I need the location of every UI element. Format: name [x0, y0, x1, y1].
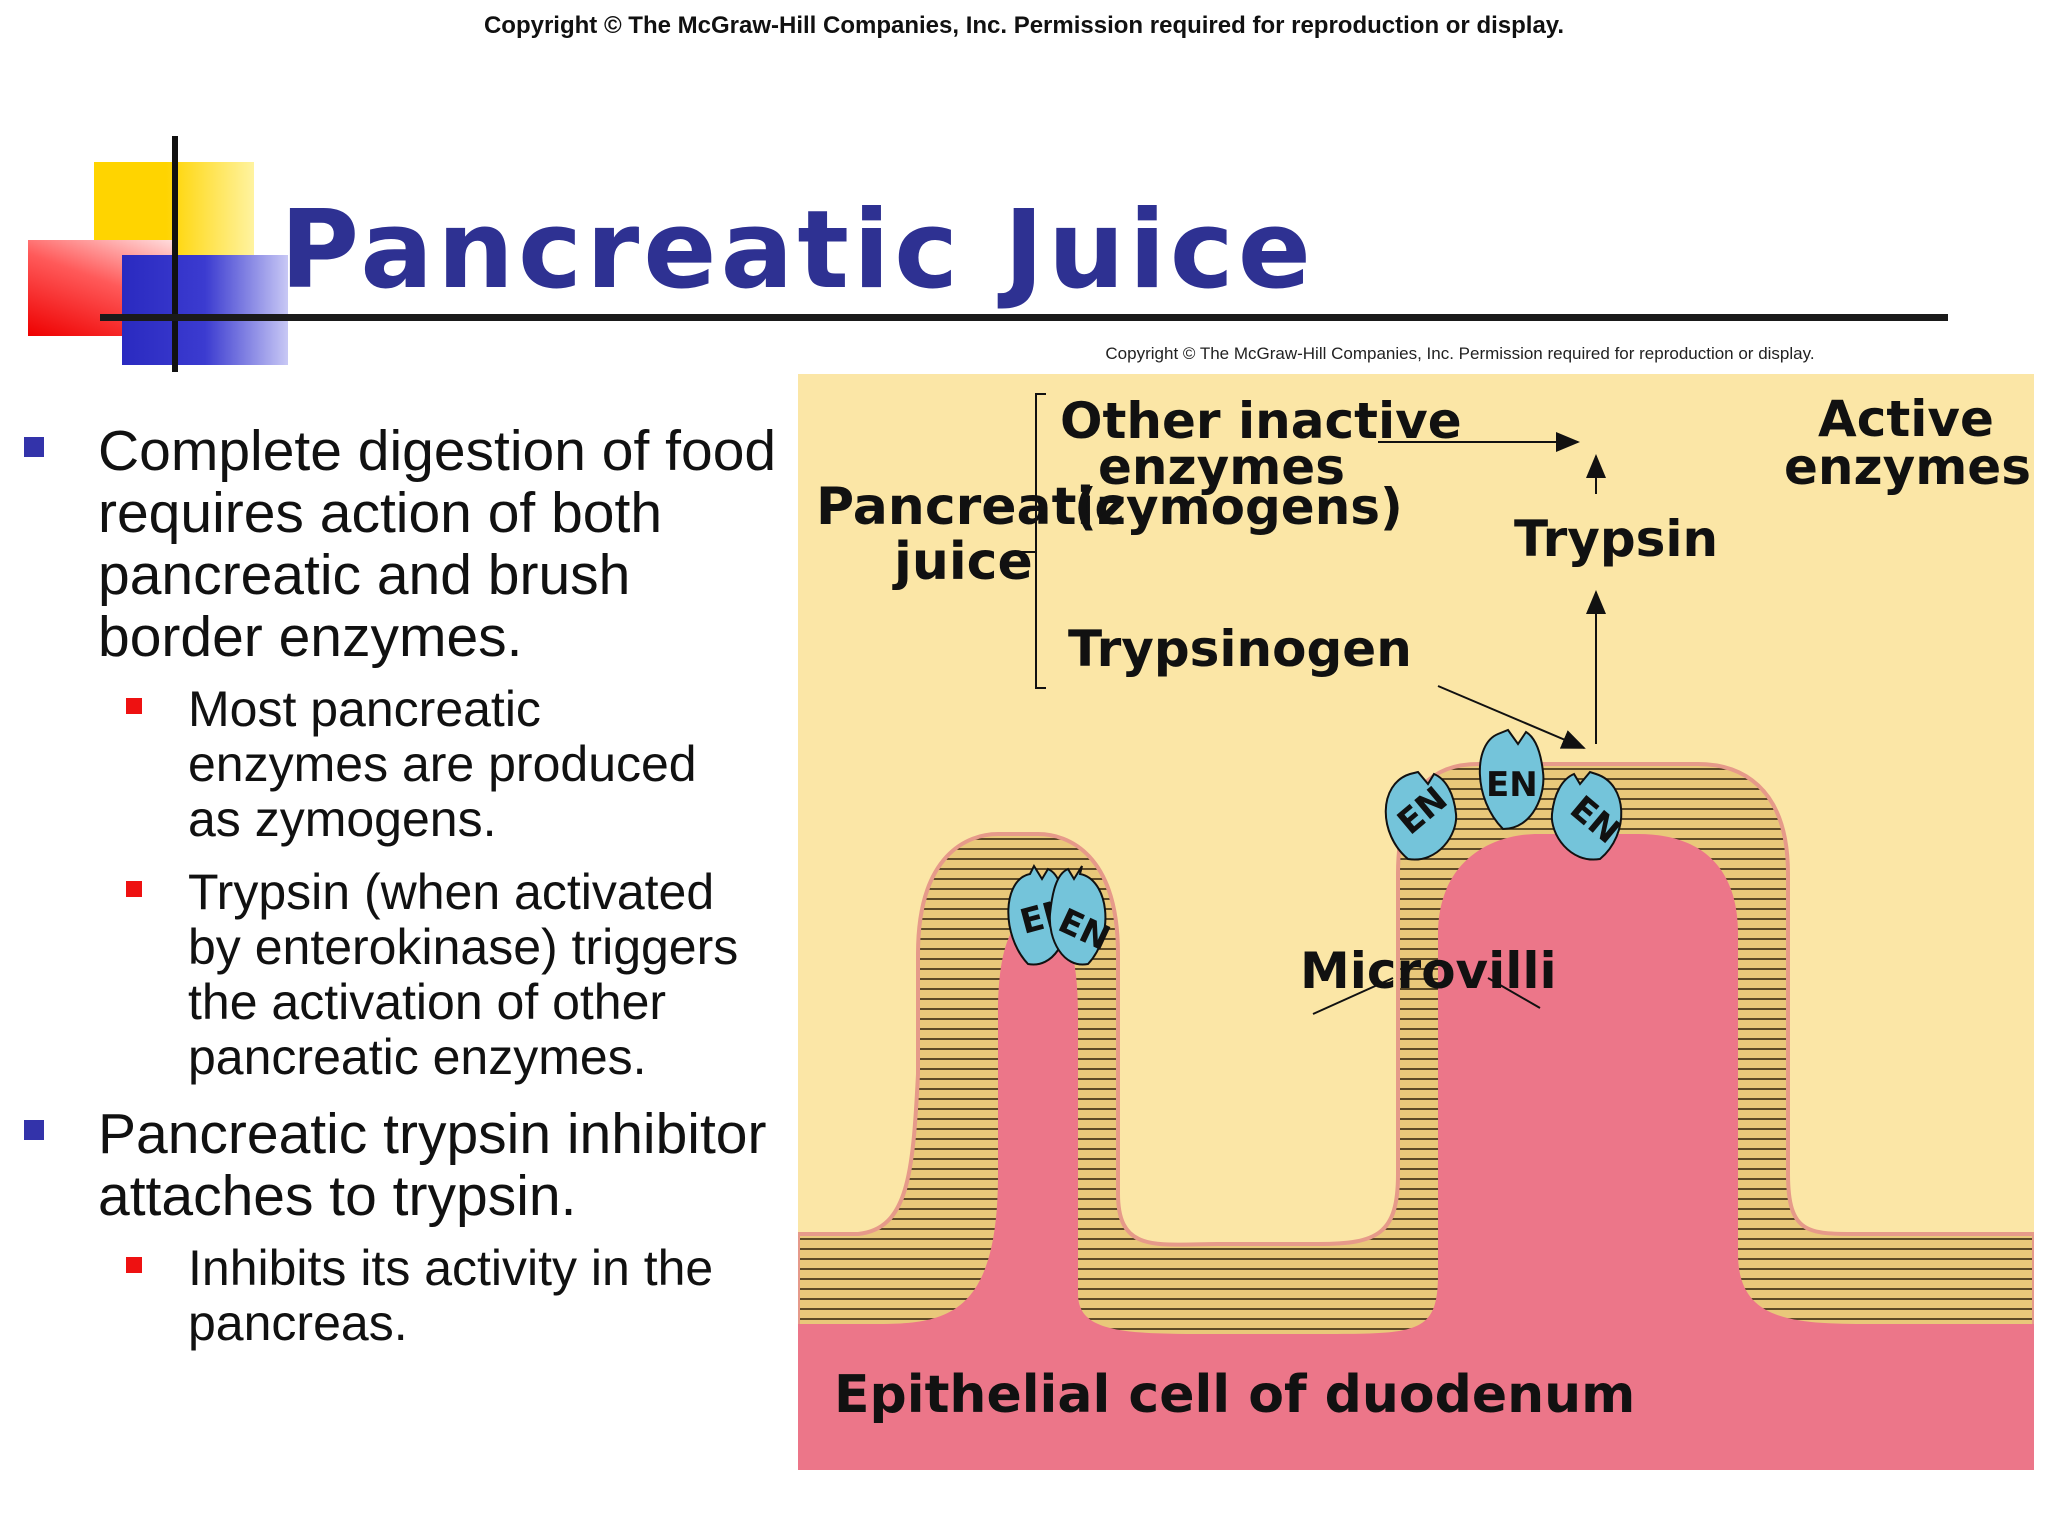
zymogens-label: (zymogens) [1074, 478, 1403, 536]
title-rule [100, 314, 1948, 321]
sub-bullet-item: Most pancreatic enzymes are produced as … [0, 682, 748, 847]
sub-bullet-text: Inhibits its activity in the pancreas. [188, 1240, 714, 1351]
pancreatic-label: Pancreatic [816, 477, 1125, 537]
sub-bullet-item: Trypsin (when activated by enterokinase)… [0, 865, 748, 1085]
active-label: Active [1818, 390, 1994, 448]
bullet-item: Pancreatic trypsin inhibitor attaches to… [0, 1103, 780, 1227]
sub-bullet-item: Inhibits its activity in the pancreas. [0, 1241, 748, 1351]
figure-copyright: Copyright © The McGraw-Hill Companies, I… [1105, 344, 1815, 363]
logo-blue-block [122, 255, 288, 365]
square-bullet-icon [24, 437, 44, 457]
square-bullet-icon [24, 1120, 44, 1140]
other-inactive-label: Other inactive [1060, 392, 1462, 450]
sub-bullet-text: Trypsin (when activated by enterokinase)… [188, 864, 739, 1085]
sub-bullet-text: Most pancreatic enzymes are produced as … [188, 681, 697, 847]
microvilli-line-left [1312, 977, 1394, 1015]
pancreatic-juice-bracket [1010, 393, 1046, 689]
copyright-notice: Copyright © The McGraw-Hill Companies, I… [483, 12, 1565, 39]
microvilli-line-right [1487, 977, 1541, 1009]
trypsinogen-label: Trypsinogen [1068, 620, 1412, 678]
square-bullet-icon [126, 698, 142, 714]
square-bullet-icon [126, 1257, 142, 1273]
brush-border-enzyme: EN [1048, 865, 1116, 966]
microvilli-label: Microvilli [1300, 942, 1557, 1000]
epithelial-cell-label: Epithelial cell of duodenum [834, 1365, 1635, 1425]
bullet-text: Pancreatic trypsin inhibitor attaches to… [98, 1102, 767, 1228]
brush-border-enzyme: EN [1384, 770, 1458, 861]
brush-border-enzyme: EN [1478, 728, 1545, 831]
svg-text:EN: EN [1486, 765, 1538, 805]
epithelial-cell-body [798, 834, 2034, 1470]
bullet-item: Complete digestion of food requires acti… [0, 420, 780, 668]
enzymes-label: enzymes [1098, 438, 1345, 496]
logo-vertical-bar [172, 136, 178, 372]
juice-label: juice [892, 532, 1033, 592]
zymogen-activation-diagram: EN EN EN EN EN Pancrea [798, 374, 2034, 1470]
slide-title: Pancreatic Juice [280, 188, 1316, 313]
trypsin-label: Trypsin [1514, 510, 1718, 568]
diagram-svg: EN EN EN EN EN Pancrea [798, 374, 2034, 1470]
active-enzymes-label: enzymes [1784, 438, 2031, 496]
bullet-text: Complete digestion of food requires acti… [98, 419, 777, 669]
trypsinogen-arrow [1437, 685, 1586, 749]
bullet-list: Complete digestion of food requires acti… [0, 420, 780, 1369]
square-bullet-icon [126, 881, 142, 897]
